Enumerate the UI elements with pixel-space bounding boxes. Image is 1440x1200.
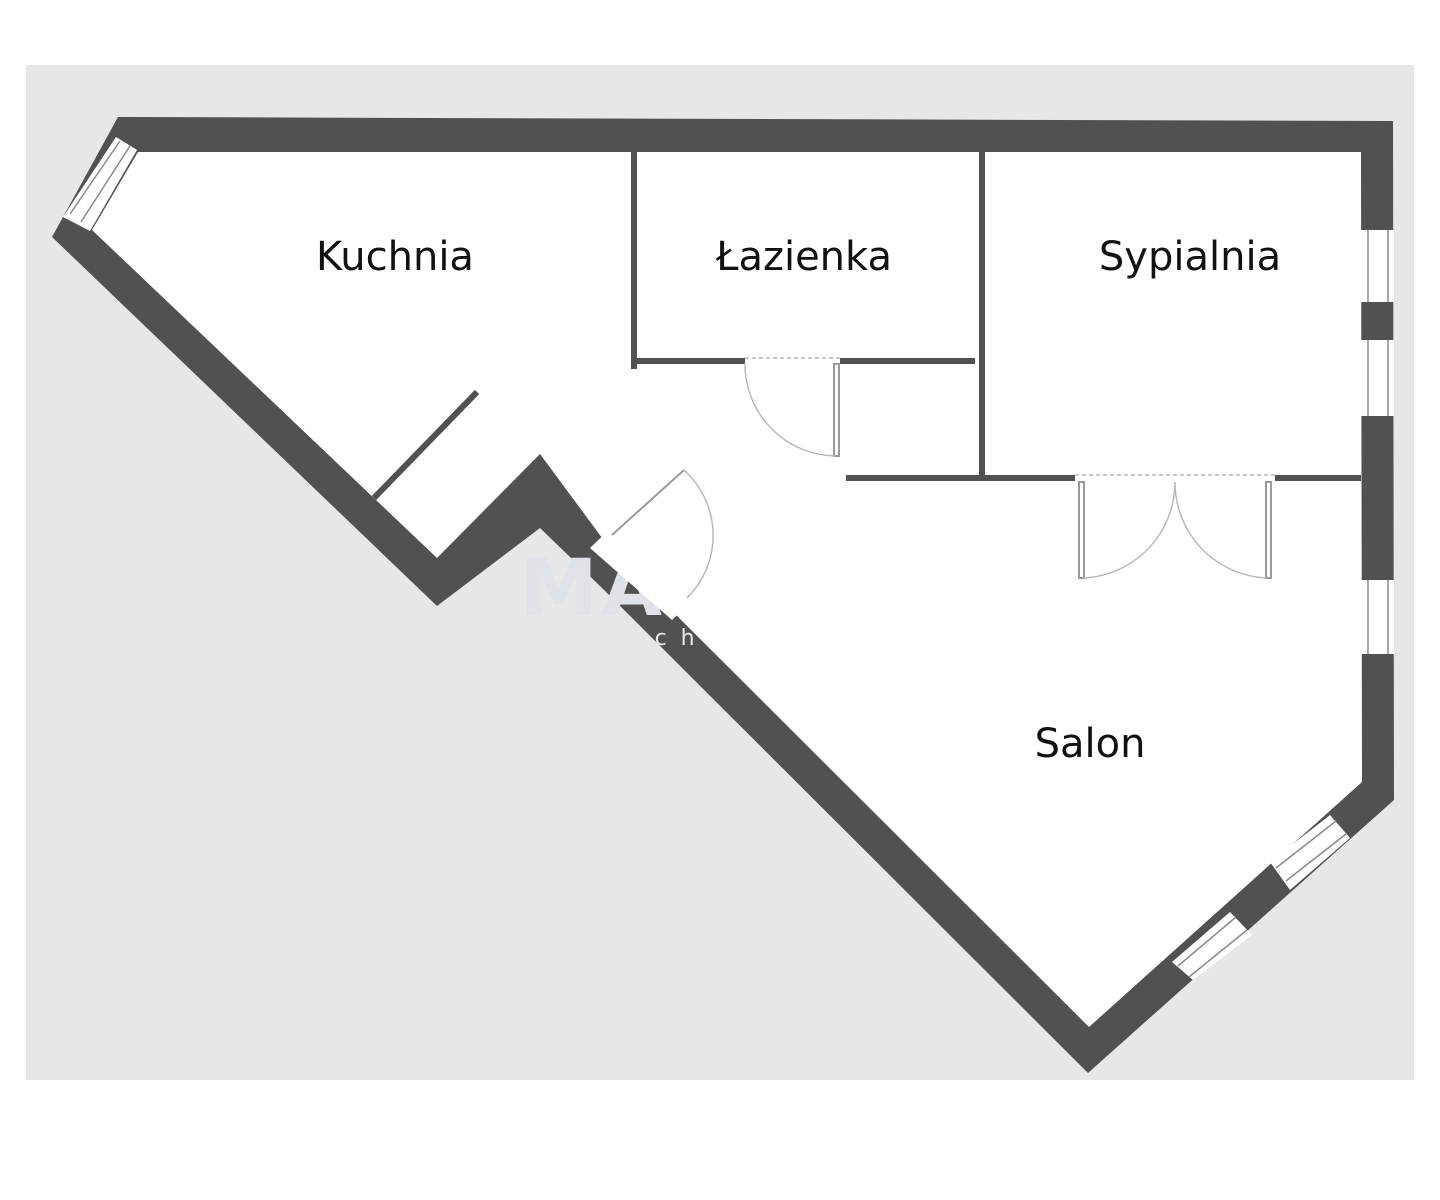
bedroom-double-door: [1075, 474, 1275, 579]
window-kitchen: [63, 137, 137, 231]
watermark-subtitle: nieruch: [528, 626, 709, 651]
apartment-floor: [92, 152, 1362, 1027]
room-label-salon: Salon: [1035, 721, 1146, 767]
interior-walls: [371, 152, 1361, 501]
room-label-kuchnia: Kuchnia: [316, 234, 474, 280]
window-salon-southeast-2: [1172, 912, 1252, 980]
room-label-lazienka: Łazienka: [715, 234, 892, 280]
window-bedroom-1: [1361, 230, 1394, 302]
window-bedroom-2: [1361, 340, 1394, 416]
room-label-sypialnia: Sypialnia: [1099, 234, 1281, 280]
window-salon-east: [1361, 580, 1394, 654]
window-salon-southeast-1: [1270, 815, 1350, 890]
bathroom-door: [744, 357, 840, 457]
entrance-door: [590, 469, 714, 620]
